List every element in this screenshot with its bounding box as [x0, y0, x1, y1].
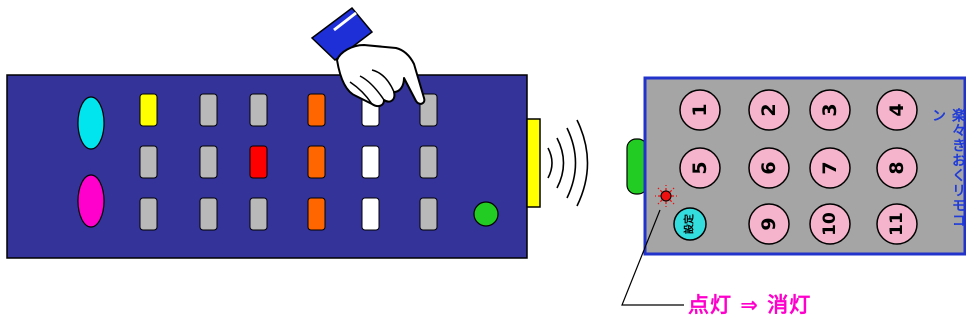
svg-text:1: 1 — [689, 103, 711, 116]
transmitter-remote — [6, 74, 541, 259]
remote-button[interactable] — [307, 197, 326, 231]
remote-button[interactable] — [249, 145, 268, 179]
number-key-4[interactable]: 4 — [876, 89, 918, 131]
pointing-hand-icon — [310, 6, 426, 108]
svg-text:4: 4 — [886, 103, 908, 116]
remote-button[interactable] — [139, 197, 158, 231]
svg-text:11: 11 — [887, 212, 907, 236]
remote-button[interactable] — [419, 197, 438, 231]
svg-text:2: 2 — [758, 103, 780, 116]
green-round-button[interactable] — [473, 201, 499, 227]
signal-waves-icon — [547, 119, 589, 207]
remote-button[interactable] — [139, 93, 158, 127]
number-key-11[interactable]: 11 — [876, 203, 918, 245]
svg-text:7: 7 — [819, 161, 841, 174]
set-key[interactable]: 設定 — [673, 207, 707, 241]
remote-button[interactable] — [199, 145, 218, 179]
number-key-6[interactable]: 6 — [748, 147, 790, 189]
number-key-7[interactable]: 7 — [809, 147, 851, 189]
caption-leader-line — [621, 209, 684, 306]
number-key-3[interactable]: 3 — [809, 89, 851, 131]
remote-button[interactable] — [307, 93, 326, 127]
number-key-5[interactable]: 5 — [679, 147, 721, 189]
learning-remote-side-label: 楽々きおくリモコン — [930, 108, 966, 228]
svg-text:5: 5 — [689, 161, 711, 174]
number-key-2[interactable]: 2 — [748, 89, 790, 131]
cyan-oval-button[interactable] — [77, 96, 105, 150]
svg-text:10: 10 — [820, 212, 840, 236]
remote-button[interactable] — [249, 93, 268, 127]
svg-text:8: 8 — [886, 161, 908, 174]
number-key-9[interactable]: 9 — [748, 203, 790, 245]
transmitter-emitter — [526, 118, 541, 208]
indicator-led — [655, 185, 677, 207]
svg-text:3: 3 — [819, 103, 841, 116]
svg-text:6: 6 — [758, 161, 780, 174]
remote-button[interactable] — [361, 197, 380, 231]
indicator-caption: 点灯 ⇒ 消灯 — [688, 293, 812, 317]
remote-button[interactable] — [249, 197, 268, 231]
magenta-oval-button[interactable] — [77, 174, 105, 228]
svg-text:9: 9 — [758, 217, 780, 230]
learning-remote: 1 2 3 4 5 6 7 8 — [626, 76, 966, 256]
remote-button[interactable] — [307, 145, 326, 179]
number-key-8[interactable]: 8 — [876, 147, 918, 189]
number-key-1[interactable]: 1 — [679, 89, 721, 131]
remote-button[interactable] — [199, 197, 218, 231]
remote-button[interactable] — [419, 145, 438, 179]
remote-button[interactable] — [361, 145, 380, 179]
remote-button[interactable] — [139, 145, 158, 179]
remote-button[interactable] — [199, 93, 218, 127]
svg-text:設定: 設定 — [683, 214, 696, 234]
number-key-10[interactable]: 10 — [809, 203, 851, 245]
